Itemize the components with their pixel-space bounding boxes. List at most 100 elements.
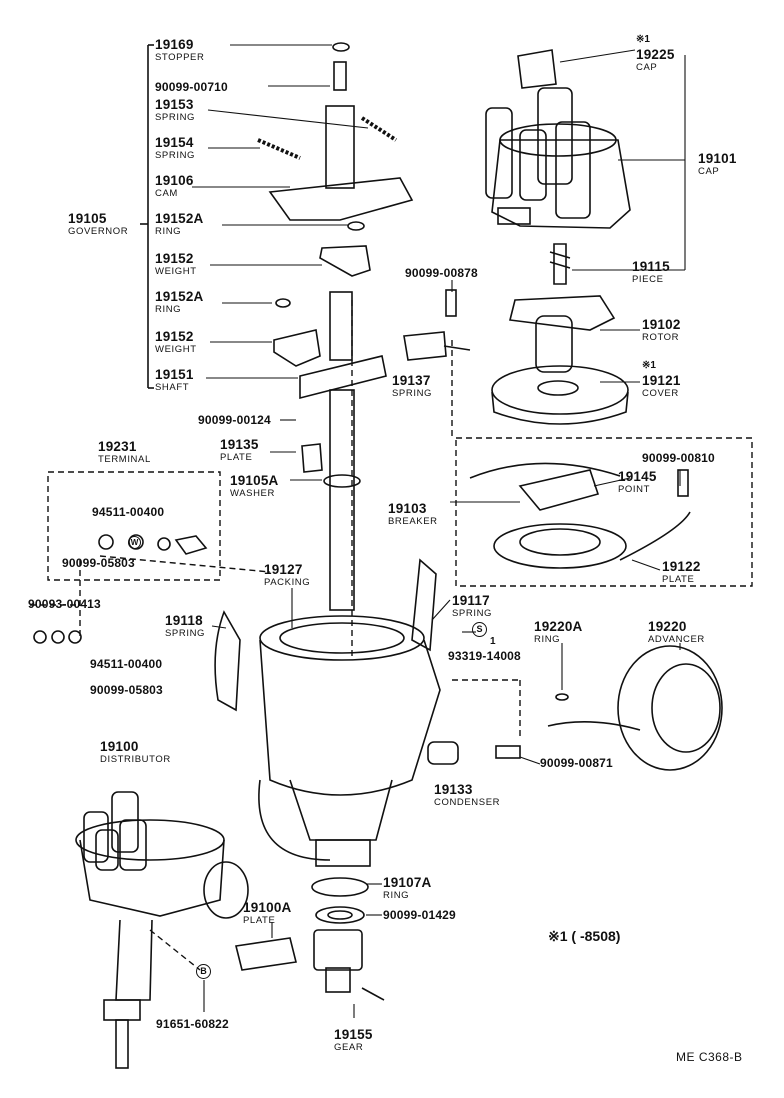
part-number: 90099-00710 xyxy=(155,80,228,94)
part-number: 19155 xyxy=(334,1027,373,1042)
part-number: 19127 xyxy=(264,562,303,577)
part-label-bolt-00710: 90099-00710 xyxy=(155,81,228,93)
part-label-washer-01429: 90099-01429 xyxy=(383,909,456,921)
part-number: 19105A xyxy=(230,473,279,488)
part-name: RING xyxy=(155,225,182,237)
part-number: 19107A xyxy=(383,875,432,890)
part-name: RING xyxy=(534,633,561,645)
s-index: 1 xyxy=(490,636,496,647)
part-label-bolt-60822: 91651-60822 xyxy=(156,1018,229,1030)
s-symbol-icon: S xyxy=(472,622,487,637)
part-number: 19154 xyxy=(155,135,194,150)
part-number: 19152 xyxy=(155,329,194,344)
part-number: 91651-60822 xyxy=(156,1017,229,1031)
part-name: CAP xyxy=(636,61,658,73)
part-label-washer-05803-lower: 90099-05803 xyxy=(90,684,163,696)
governor-parts-shapes xyxy=(257,42,414,611)
part-number: 94511-00400 xyxy=(90,657,163,671)
part-name: GEAR xyxy=(334,1041,364,1053)
part-number: 90099-00878 xyxy=(405,266,478,280)
part-name: PIECE xyxy=(632,273,664,285)
part-number: 19103 xyxy=(388,501,427,516)
part-name: TERMINAL xyxy=(98,453,151,465)
part-number: 19118 xyxy=(165,613,203,628)
part-number: 19151 xyxy=(155,367,194,382)
part-label-screw-14008: 93319-14008 xyxy=(448,650,521,662)
part-label-nut-00400-lower: 94511-00400 xyxy=(90,658,162,670)
advancer-shape xyxy=(495,645,723,771)
part-number: 19100A xyxy=(243,900,292,915)
part-number: 19102 xyxy=(642,317,681,332)
washer-shape xyxy=(323,474,361,488)
part-number: 94511-00400 xyxy=(92,505,165,519)
part-name: SHAFT xyxy=(155,381,190,393)
dust-cover-shape xyxy=(491,365,629,425)
part-name: POINT xyxy=(618,483,651,495)
part-label-washer-05803: 90099-05803 xyxy=(62,557,135,569)
part-label-nut-00400: 94511-00400 xyxy=(92,506,164,518)
part-label-screw-00124: 90099-00124 xyxy=(198,414,271,426)
part-number: 19152A xyxy=(155,289,204,304)
part-name: PACKING xyxy=(264,576,311,588)
b-symbol-icon: B xyxy=(196,964,211,979)
part-number: 90099-01429 xyxy=(383,908,456,922)
part-number: 90093-00413 xyxy=(28,597,101,611)
part-number: 19135 xyxy=(220,437,259,452)
small-plate-shape xyxy=(301,443,323,473)
governor-bracket xyxy=(140,44,154,389)
w-symbol-icon: W xyxy=(128,536,141,549)
part-name: WEIGHT xyxy=(155,265,197,277)
part-number: 93319-14008 xyxy=(448,649,521,663)
carbon-piece-shape xyxy=(549,243,571,285)
part-label-screw-00810: 90099-00810 xyxy=(642,452,715,464)
part-name: SPRING xyxy=(392,387,433,399)
part-number: 19100 xyxy=(100,739,139,754)
part-name: PLATE xyxy=(220,451,253,463)
part-number: 19152 xyxy=(155,251,194,266)
part-number: 90099-05803 xyxy=(62,556,135,570)
leader-lines xyxy=(192,44,686,1018)
part-name: SPRING xyxy=(452,607,493,619)
part-name: RING xyxy=(155,303,182,315)
part-name: CAP xyxy=(698,165,720,177)
star-mark: ※1 xyxy=(642,360,656,371)
part-name: RING xyxy=(383,889,410,901)
part-number: 19153 xyxy=(155,97,194,112)
part-name: SPRING xyxy=(155,111,196,123)
part-number: 19115 xyxy=(632,259,670,274)
part-label-bolt-00413: 90093-00413 xyxy=(28,598,101,610)
part-name: PLATE xyxy=(243,914,276,926)
part-name: BREAKER xyxy=(388,515,438,527)
cap-insert-shape xyxy=(517,49,557,89)
part-number: 19220 xyxy=(648,619,687,634)
rotor-shape xyxy=(509,295,616,373)
part-name: WASHER xyxy=(230,487,275,499)
part-name: STOPPER xyxy=(155,51,205,63)
part-number: 19133 xyxy=(434,782,473,797)
